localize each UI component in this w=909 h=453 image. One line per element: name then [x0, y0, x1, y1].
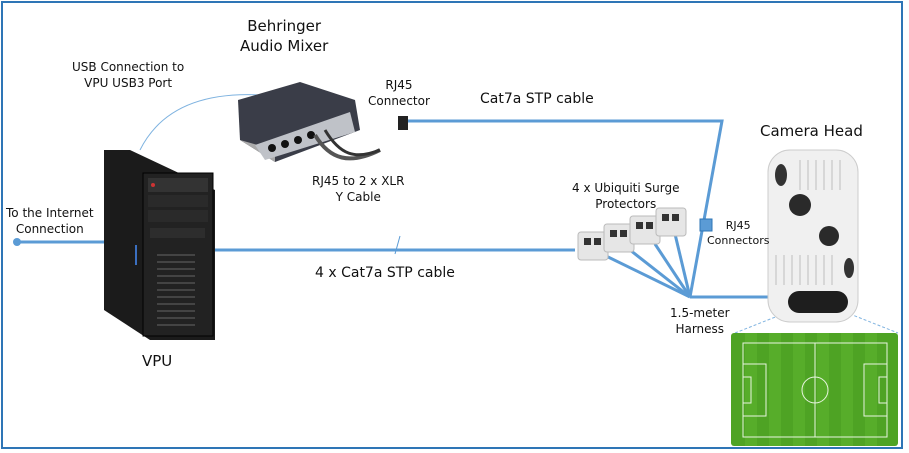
vpu-label: VPU — [142, 352, 173, 370]
internet-label-line-1: To the Internet — [6, 206, 94, 220]
harness-label: 1.5-meter Harness — [670, 305, 730, 337]
rj45-connectors-line-2: Connectors — [707, 234, 770, 247]
rj45-connectors-label: RJ45 Connectors — [707, 218, 769, 248]
rj45-plug-icon — [398, 116, 408, 130]
usb-label-line-2: VPU USB3 Port — [84, 76, 173, 90]
rj45-connector-box — [699, 218, 713, 232]
surge-protectors-image — [577, 207, 687, 261]
y-cable-line-2: Y Cable — [335, 190, 381, 204]
harness-label-line-2: Harness — [675, 322, 725, 336]
camera-head-image — [767, 149, 859, 323]
audio-mixer-image — [238, 82, 381, 162]
cat7a-top-label: Cat7a STP cable — [480, 91, 594, 107]
fov-line-right — [844, 311, 899, 334]
harness-line-3 — [653, 243, 692, 298]
internet-connection-label: To the Internet Connection — [6, 205, 94, 237]
rj45-connectors-line-1: RJ45 — [725, 219, 751, 232]
harness-line-1 — [601, 252, 691, 299]
rj45-label-line-1: RJ45 — [385, 78, 413, 92]
mixer-title: Behringer Audio Mixer — [240, 16, 328, 56]
y-cable-line-1: RJ45 to 2 x XLR — [312, 174, 405, 188]
surge-label-line-1: 4 x Ubiquiti Surge — [572, 181, 680, 195]
harness-line-2 — [629, 248, 691, 299]
usb-label-line-1: USB Connection to — [72, 60, 185, 74]
mixer-title-line-1: Behringer — [247, 17, 322, 35]
usb-cable — [139, 94, 261, 151]
rj45-connector-label: RJ45 Connector — [368, 77, 430, 109]
harness-line-4 — [673, 233, 692, 298]
y-cable-label: RJ45 to 2 x XLR Y Cable — [312, 173, 404, 205]
harness-label-line-1: 1.5-meter — [670, 306, 730, 320]
vpu-tower-image — [104, 150, 215, 340]
camera-head-label: Camera Head — [760, 122, 863, 140]
cable-break-mark — [394, 235, 401, 255]
surge-label-line-2: Protectors — [595, 197, 657, 211]
cat7a-bottom-label: 4 x Cat7a STP cable — [315, 265, 455, 281]
surge-protectors-label: 4 x Ubiquiti Surge Protectors — [572, 180, 679, 212]
soccer-field-image — [731, 333, 898, 446]
rj45-label-line-2: Connector — [368, 94, 430, 108]
mixer-title-line-2: Audio Mixer — [240, 37, 329, 55]
usb-connection-label: USB Connection to VPU USB3 Port — [72, 59, 184, 91]
cat7a-top-cable — [408, 119, 724, 298]
internet-label-line-2: Connection — [15, 222, 84, 236]
